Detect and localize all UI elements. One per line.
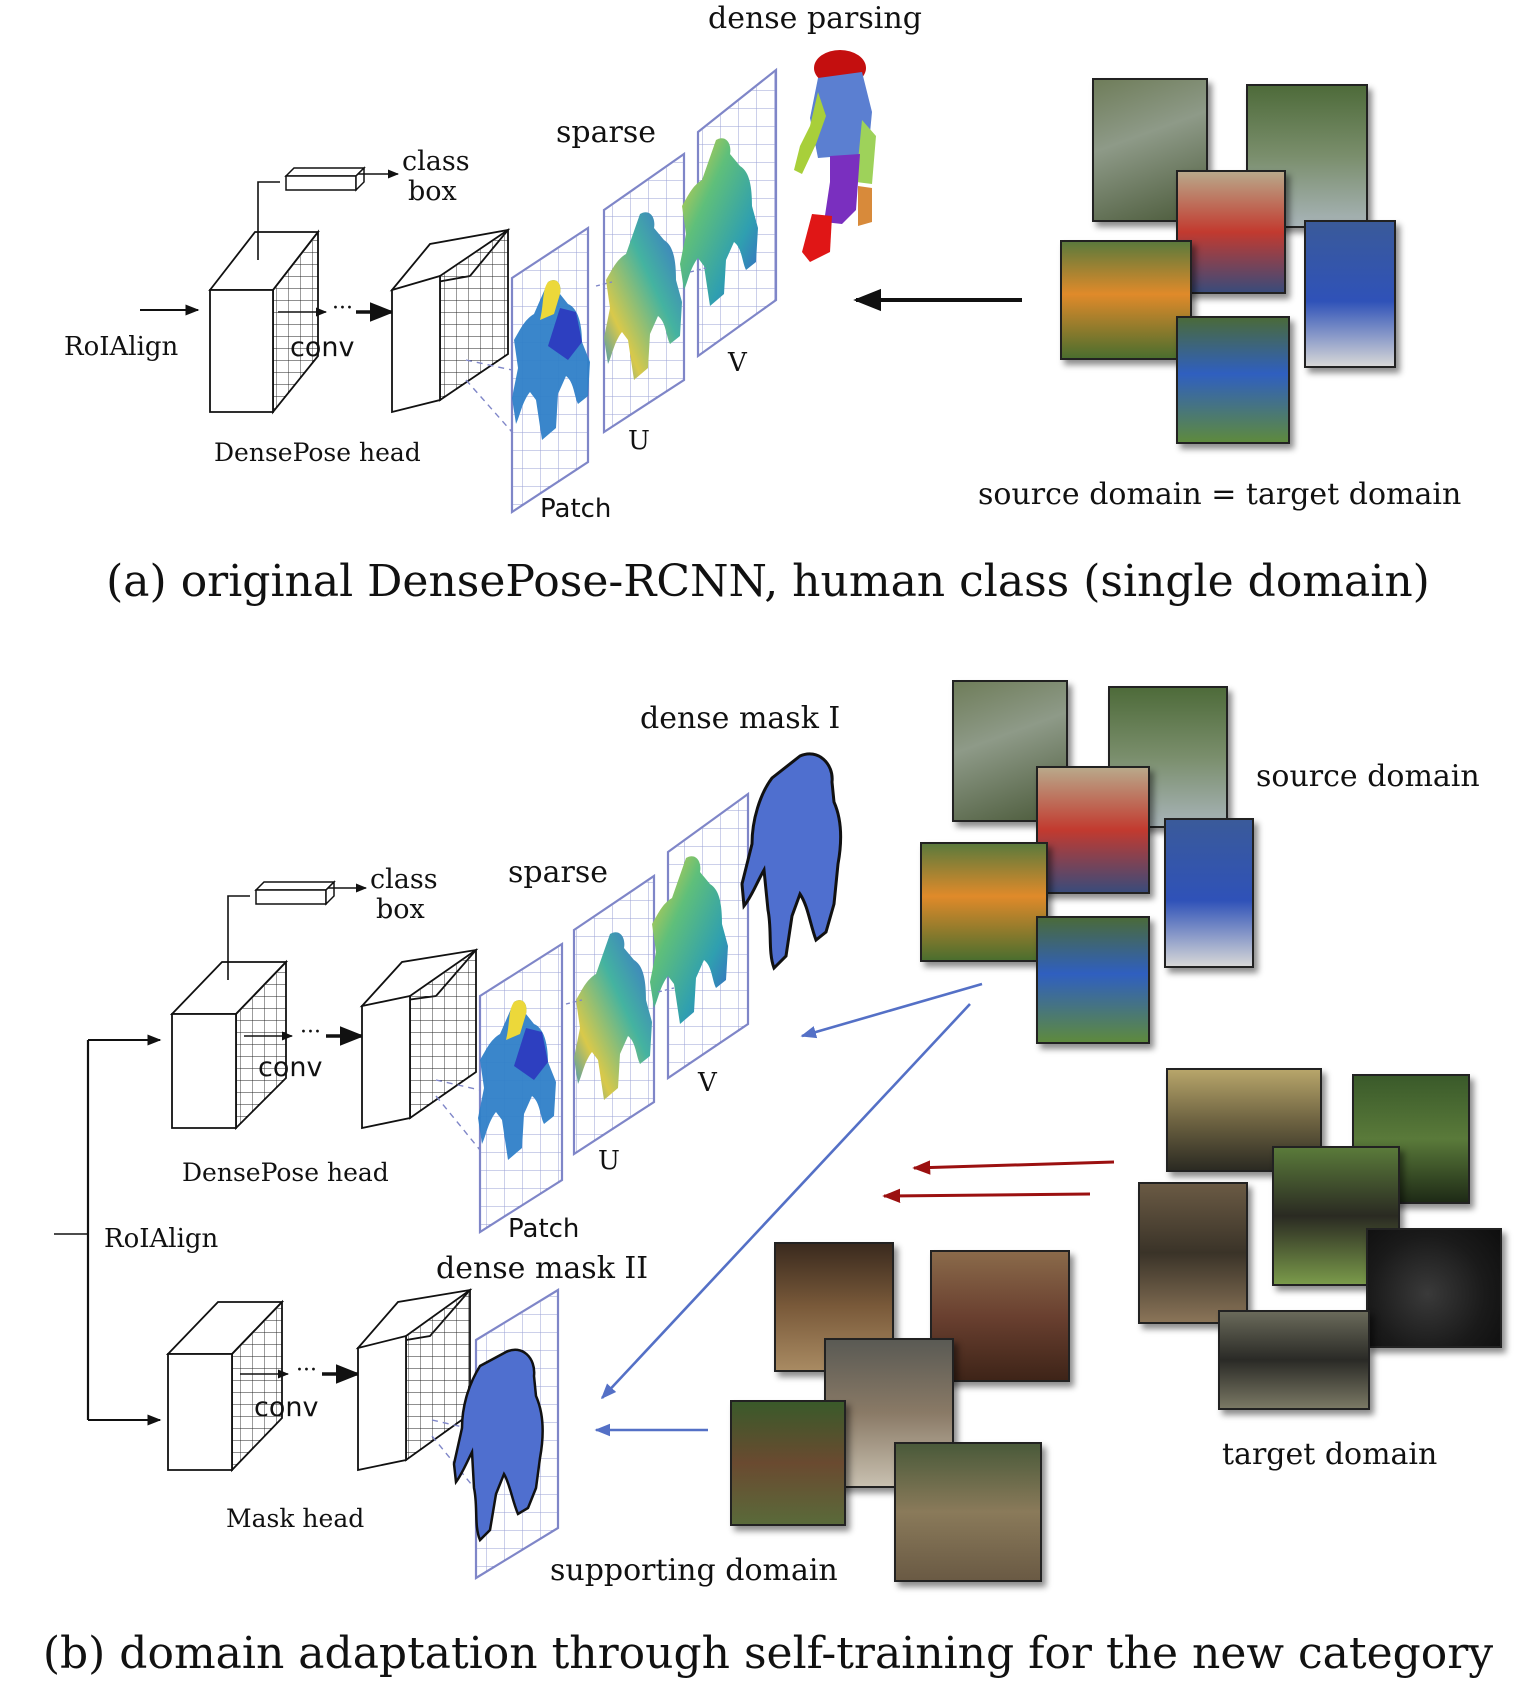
roialign-label-a: RoIAlign: [64, 332, 179, 362]
dense-mask-1-label: dense mask I: [640, 701, 841, 736]
u-plane-a: [602, 151, 686, 435]
dots-b1: ···: [300, 1020, 321, 1045]
u-label-a: U: [628, 426, 650, 456]
source-domain-label: source domain: [1256, 759, 1480, 794]
conv-label-b2: conv: [254, 1392, 319, 1423]
photo-elephant: [894, 1442, 1042, 1582]
class-label-b: class: [370, 864, 438, 895]
dense-mask-2-label: dense mask II: [436, 1251, 649, 1286]
u-plane-b: [572, 873, 656, 1157]
densepose-block-1: [169, 959, 289, 1131]
dense-mask-2-plane: [452, 1288, 560, 1580]
mask-head-label: Mask head: [226, 1504, 365, 1533]
photo-soccer-player: [1304, 220, 1396, 368]
mask-block-2: [355, 1288, 473, 1472]
photo-b-kids-group: [1036, 766, 1150, 894]
patch-plane-b: [478, 941, 564, 1235]
fc-block-a: [284, 166, 366, 192]
roialign-label-b: RoIAlign: [104, 1224, 219, 1254]
u-label-b: U: [598, 1146, 620, 1176]
photo-horses: [730, 1400, 846, 1526]
dense-mask-1-silhouette: [740, 752, 843, 971]
photo-b-soccer-player: [1164, 818, 1254, 968]
v-label-b: V: [698, 1068, 717, 1098]
photo-soccer-kick: [1176, 316, 1290, 444]
supporting-domain-label: supporting domain: [550, 1553, 838, 1588]
panel-a-network: [140, 50, 1022, 515]
conv-label-b1: conv: [258, 1052, 323, 1083]
target-domain-label: target domain: [1222, 1437, 1438, 1472]
panel-b-network: [54, 752, 1115, 1580]
photo-kids-group: [1176, 170, 1286, 294]
photo-chimp-eating: [1138, 1182, 1248, 1324]
v-plane-b: [650, 791, 750, 1081]
dense-parsing-figure: [794, 50, 876, 262]
feature-block-1: [208, 229, 320, 415]
class-label-a: class: [402, 146, 470, 177]
patch-label-b: Patch: [508, 1214, 580, 1244]
sparse-label-a: sparse: [556, 115, 656, 150]
domain-label-a: source domain = target domain: [978, 477, 1462, 512]
photo-goalkeeper: [1060, 240, 1192, 360]
dense-parsing-label: dense parsing: [708, 1, 922, 36]
fc-block-b: [254, 880, 336, 906]
caption-b: (b) domain adaptation through self-train…: [42, 1628, 1494, 1679]
sparse-label-b: sparse: [508, 855, 608, 890]
caption-a: (a) original DensePose-RCNN, human class…: [106, 556, 1430, 607]
v-plane-a: [680, 67, 778, 359]
photo-horse-river: [1246, 84, 1368, 228]
dots-b2: ···: [296, 1358, 317, 1383]
mask-block-1: [165, 1299, 285, 1473]
densepose-head-label-b: DensePose head: [182, 1158, 389, 1187]
photo-chimp-screaming: [1366, 1228, 1502, 1348]
photo-b-soccer-kick: [1036, 916, 1150, 1044]
photo-b-goalkeeper: [920, 842, 1048, 962]
box-label-a: box: [408, 176, 457, 207]
v-label-a: V: [728, 348, 747, 378]
photo-chimp-lying: [1218, 1310, 1370, 1410]
patch-plane-a: [510, 225, 590, 515]
patch-label-a: Patch: [540, 494, 612, 524]
densepose-head-label-a: DensePose head: [214, 438, 421, 467]
dots-a: ···: [332, 296, 353, 321]
feature-block-2: [389, 228, 511, 414]
conv-label-a: conv: [290, 332, 355, 363]
box-label-b: box: [376, 894, 425, 925]
densepose-block-2: [359, 948, 479, 1130]
